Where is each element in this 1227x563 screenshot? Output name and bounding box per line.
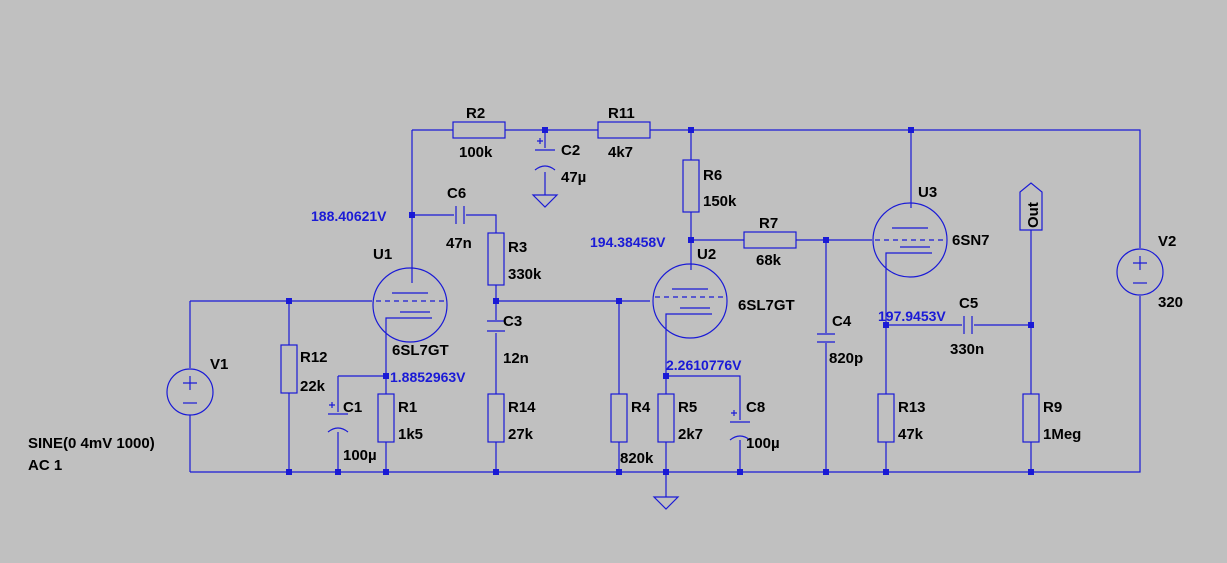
label-r6-value: 150k	[703, 193, 737, 210]
resistor-r13	[877, 393, 895, 443]
voltage-u2-plate: 194.38458V	[590, 234, 666, 250]
label-v1-source-line2: AC 1	[28, 457, 62, 474]
wires	[189, 129, 1141, 497]
tube-u3	[872, 202, 948, 278]
ground-icon	[652, 496, 680, 510]
label-r9-value: 1Meg	[1043, 426, 1081, 443]
vacuum-tubes	[372, 202, 948, 343]
resistor-r6	[682, 159, 700, 213]
label-r3-value: 330k	[508, 266, 542, 283]
label-v2-name: V2	[1158, 233, 1176, 250]
label-r4-name: R4	[631, 399, 651, 416]
label-c6-name: C6	[447, 185, 466, 202]
resistor-r11	[597, 121, 651, 139]
tube-u1	[372, 267, 448, 343]
resistor-r12	[280, 344, 298, 394]
out-port-label: Out	[1025, 202, 1042, 228]
node-voltages: 188.40621V 194.38458V 1.8852963V 2.26107…	[311, 208, 946, 385]
voltage-u1-cathode: 1.8852963V	[390, 369, 466, 385]
tube-u2	[652, 263, 728, 339]
resistor-r7	[743, 231, 797, 249]
resistor-r2	[452, 121, 506, 139]
capacitor-c3	[487, 320, 505, 332]
label-r14-name: R14	[508, 399, 536, 416]
label-u3-value: 6SN7	[952, 232, 990, 249]
label-r13-name: R13	[898, 399, 926, 416]
label-r1-name: R1	[398, 399, 417, 416]
capacitor-c5	[963, 316, 973, 334]
label-c4-value: 820p	[829, 350, 863, 367]
label-r2-name: R2	[466, 105, 485, 122]
resistor-r9	[1022, 393, 1040, 443]
resistor-r5	[657, 393, 675, 443]
capacitor-c1	[327, 402, 349, 433]
label-r11-name: R11	[608, 105, 635, 122]
label-c2-name: C2	[561, 142, 580, 159]
label-v1-name: V1	[210, 356, 228, 373]
capacitor-c2	[534, 138, 556, 171]
label-r9-name: R9	[1043, 399, 1062, 416]
voltage-u3-cathode: 197.9453V	[878, 308, 946, 324]
label-r14-value: 27k	[508, 426, 534, 443]
capacitor-c6	[455, 206, 465, 224]
resistor-r1	[377, 393, 395, 443]
label-r12-value: 22k	[300, 378, 326, 395]
capacitor-c8	[729, 410, 751, 441]
label-u2-name: U2	[697, 246, 716, 263]
label-r12-name: R12	[300, 349, 328, 366]
label-c5-value: 330n	[950, 341, 984, 358]
label-r7-value: 68k	[756, 252, 782, 269]
capacitors	[327, 138, 973, 441]
label-r3-name: R3	[508, 239, 527, 256]
label-c5-name: C5	[959, 295, 978, 312]
label-c8-name: C8	[746, 399, 765, 416]
label-r2-value: 100k	[459, 144, 493, 161]
voltage-u1-plate: 188.40621V	[311, 208, 387, 224]
label-r4-value: 820k	[620, 450, 654, 467]
voltage-source-icon	[1116, 248, 1164, 296]
resistor-r3	[487, 232, 505, 286]
junction-dots	[286, 127, 1034, 475]
label-u1-value: 6SL7GT	[392, 342, 449, 359]
output-port-icon[interactable]: Out	[1019, 182, 1043, 231]
label-u1-name: U1	[373, 246, 392, 263]
label-c2-value: 47µ	[561, 169, 586, 186]
label-u3-name: U3	[918, 184, 937, 201]
label-r5-name: R5	[678, 399, 697, 416]
label-c6-value: 47n	[446, 235, 472, 252]
label-r13-value: 47k	[898, 426, 924, 443]
resistor-r14	[487, 393, 505, 443]
label-v1-source-line1: SINE(0 4mV 1000)	[28, 435, 155, 452]
voltage-source-icon	[166, 368, 214, 416]
resistors	[280, 121, 1040, 443]
label-c1-name: C1	[343, 399, 362, 416]
label-r5-value: 2k7	[678, 426, 703, 443]
label-c3-name: C3	[503, 313, 522, 330]
label-c3-value: 12n	[503, 350, 529, 367]
ground-icon	[531, 194, 559, 208]
label-r1-value: 1k5	[398, 426, 423, 443]
label-r6-name: R6	[703, 167, 722, 184]
resistor-r4	[610, 393, 628, 443]
capacitor-c4	[817, 333, 835, 343]
label-r7-name: R7	[759, 215, 778, 232]
voltage-u2-cathode: 2.2610776V	[666, 357, 742, 373]
label-c8-value: 100µ	[746, 435, 780, 452]
label-u2-value: 6SL7GT	[738, 297, 795, 314]
label-c4-name: C4	[832, 313, 852, 330]
label-c1-value: 100µ	[343, 447, 377, 464]
label-v2-value: 320	[1158, 294, 1183, 311]
label-r11-value: 4k7	[608, 144, 633, 161]
component-labels: R2 100k R11 4k7 C2 47µ R6 150k U3 6SN7 V…	[28, 105, 1183, 474]
